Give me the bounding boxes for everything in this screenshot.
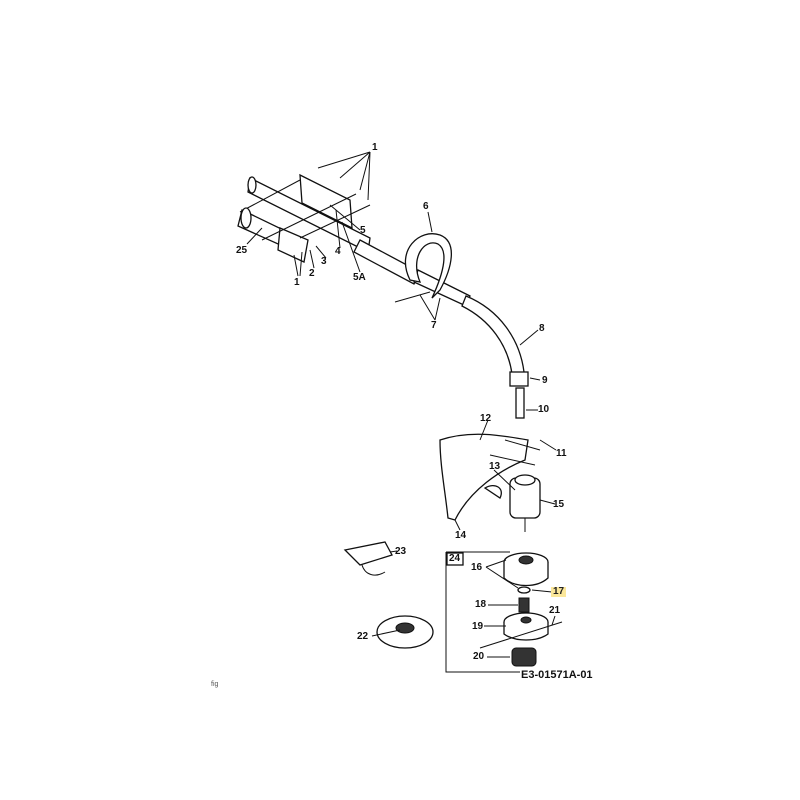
part-label-16: 16 — [471, 562, 483, 573]
motor — [509, 474, 541, 532]
drawing-code: E3-01571A-01 — [521, 669, 593, 681]
part-label-6: 6 — [423, 201, 429, 212]
corner-note: fig — [211, 681, 219, 688]
part-label-20: 20 — [473, 651, 485, 662]
part-label-24: 24 — [449, 553, 461, 564]
part-label-21: 21 — [549, 605, 561, 616]
part-label-19: 19 — [472, 621, 484, 632]
part-label-25: 25 — [236, 245, 248, 256]
part-label-9: 9 — [542, 375, 548, 386]
part-label-23: 23 — [395, 546, 407, 557]
part-label-13: 13 — [489, 461, 501, 472]
part-label-1-bottom: 1 — [294, 277, 300, 288]
grass-guard — [439, 433, 541, 521]
part-label-5a: 5A — [353, 272, 366, 283]
part-label-8: 8 — [539, 323, 545, 334]
part-label-7: 7 — [431, 320, 437, 331]
loop-handle — [394, 233, 453, 303]
part-label-1-top: 1 — [372, 142, 378, 153]
part-label-5: 5 — [360, 225, 366, 236]
handle-bracket-assembly — [237, 173, 371, 263]
part-label-12: 12 — [480, 413, 492, 424]
part-label-15: 15 — [553, 499, 565, 510]
part-label-11: 11 — [556, 448, 567, 459]
part-label-14: 14 — [455, 530, 467, 541]
upper-shaft — [353, 239, 525, 375]
part-label-10: 10 — [538, 404, 550, 415]
part-label-17-highlighted: 17 — [551, 586, 567, 597]
part-label-18: 18 — [475, 599, 487, 610]
part-label-22: 22 — [357, 631, 369, 642]
part-label-2: 2 — [309, 268, 315, 279]
part-label-4: 4 — [335, 246, 341, 257]
part-label-3: 3 — [321, 256, 327, 267]
